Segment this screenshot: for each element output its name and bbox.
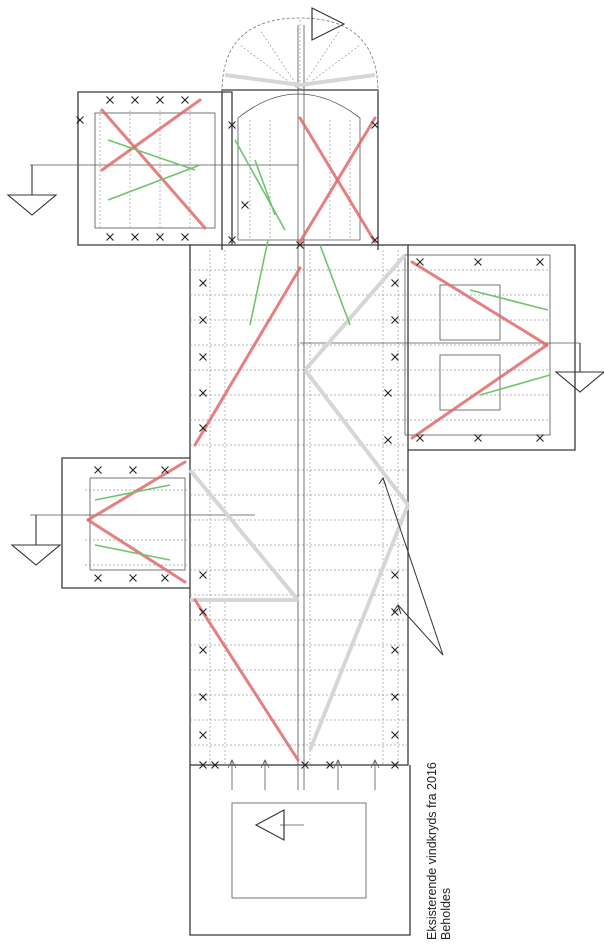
x-marker-icon (474, 434, 482, 442)
x-marker-icon (391, 316, 399, 324)
x-marker-icon (416, 434, 424, 442)
x-marker-icon (536, 434, 544, 442)
x-marker-icon (161, 574, 169, 582)
x-marker-icon (371, 121, 379, 129)
x-marker-icon (131, 233, 139, 241)
x-marker-icon (228, 121, 236, 129)
x-marker-icon (391, 608, 399, 616)
x-marker-icon (391, 761, 399, 769)
x-marker-icon (301, 761, 309, 769)
x-marker-icon (296, 241, 304, 249)
x-marker-icon (199, 571, 207, 579)
x-marker-icon (241, 201, 249, 209)
ground-arrow-icon-left-lower (10, 515, 62, 566)
annotation-line-1: Eksisterende vindkryds fra 2016 (425, 762, 439, 940)
x-marker-icon (391, 693, 399, 701)
x-marker-icon (129, 466, 137, 474)
annotation-leaders (378, 476, 444, 656)
existing-bracing-2016 (188, 73, 410, 751)
x-marker-icon (384, 389, 392, 397)
x-marker-icon (199, 353, 207, 361)
ground-arrow-icon-left-upper (6, 165, 58, 216)
ground-arrow-icon-top (311, 7, 346, 41)
x-marker-icon (391, 353, 399, 361)
x-marker-icon (199, 316, 207, 324)
axis-lines (30, 25, 580, 826)
rafter-grid (85, 20, 550, 765)
x-marker-icon (199, 279, 207, 287)
ground-arrow-icon-bottom (254, 809, 285, 841)
x-marker-icon (181, 233, 189, 241)
x-marker-icon (228, 236, 236, 244)
x-marker-icon (199, 646, 207, 654)
x-marker-icon (131, 96, 139, 104)
x-marker-icon (161, 466, 169, 474)
x-marker-icon (391, 731, 399, 739)
building-outline (61, 17, 576, 936)
x-marker-icon (106, 233, 114, 241)
x-marker-icon (199, 693, 207, 701)
x-marker-icon (106, 96, 114, 104)
x-marker-icons (76, 96, 544, 769)
x-marker-icon (384, 436, 392, 444)
ground-arrow-icon-right (554, 343, 604, 393)
secondary-bracing (94, 139, 551, 561)
x-marker-icon (416, 258, 424, 266)
x-marker-icon (129, 574, 137, 582)
x-marker-icon (156, 233, 164, 241)
x-marker-icon (181, 96, 189, 104)
existing-bracing-note: Eksisterende vindkryds fra 2016 Beholdes (425, 762, 453, 940)
x-marker-icon (391, 279, 399, 287)
annotation-line-2: Beholdes (439, 887, 453, 940)
x-marker-icon (156, 96, 164, 104)
x-marker-icon (536, 258, 544, 266)
x-marker-icon (391, 646, 399, 654)
new-bracing (86, 98, 549, 762)
x-marker-icon (474, 258, 482, 266)
x-marker-icon (76, 116, 84, 124)
x-marker-icon (199, 389, 207, 397)
x-marker-icon (199, 731, 207, 739)
x-marker-icon (211, 761, 219, 769)
x-marker-icon (391, 571, 399, 579)
foot-arrows (227, 759, 380, 790)
x-marker-icon (94, 466, 102, 474)
x-marker-icon (326, 761, 334, 769)
x-marker-icon (94, 574, 102, 582)
x-marker-icon (199, 424, 207, 432)
x-marker-icon (199, 608, 207, 616)
x-marker-icon (371, 236, 379, 244)
x-marker-icon (199, 761, 207, 769)
